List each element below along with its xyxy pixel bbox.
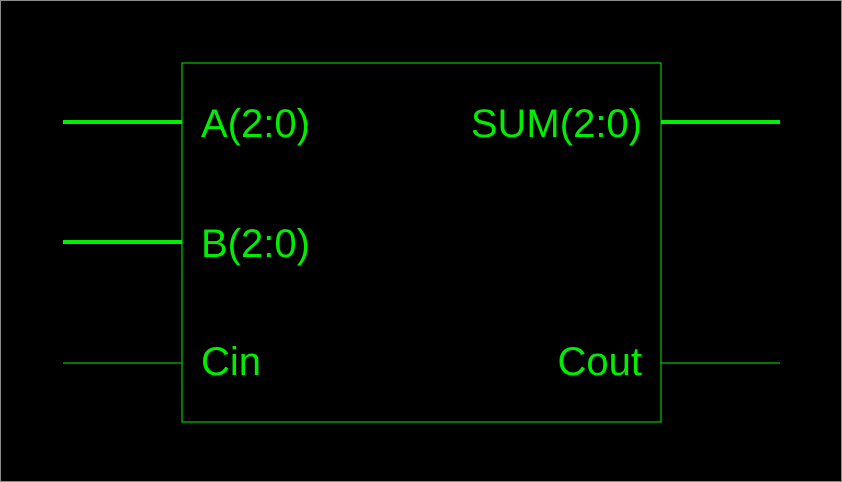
pin-a[interactable]: A(2:0) (63, 102, 310, 146)
pin-cout[interactable]: Cout (558, 340, 781, 384)
pin-b[interactable]: B(2:0) (63, 222, 310, 266)
pin-b-label: B(2:0) (201, 222, 310, 266)
pin-cin[interactable]: Cin (63, 340, 261, 384)
pin-sum-label: SUM(2:0) (471, 102, 642, 146)
pin-cout-label: Cout (558, 340, 643, 384)
pin-a-label: A(2:0) (201, 102, 310, 146)
pin-cin-label: Cin (201, 340, 261, 384)
pin-sum[interactable]: SUM(2:0) (471, 102, 780, 146)
